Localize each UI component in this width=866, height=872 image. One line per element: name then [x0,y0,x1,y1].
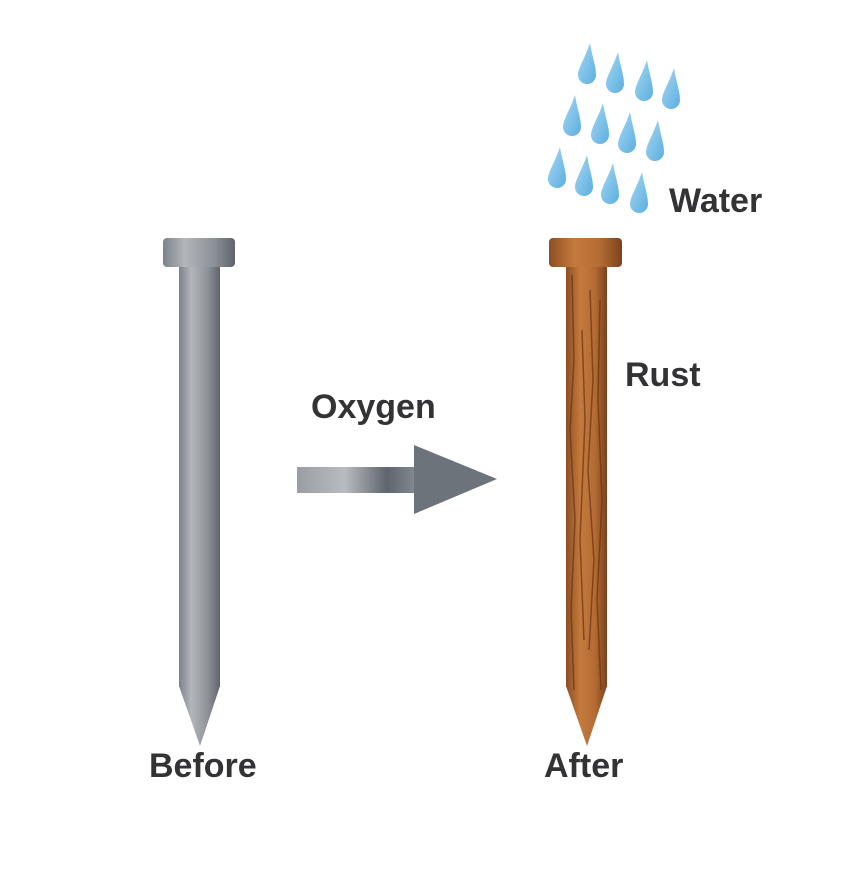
rust-nail-tip [566,686,607,746]
oxygen-label: Oxygen [311,388,436,426]
nail-head [163,238,235,267]
water-drop-icon [635,60,653,101]
rust-label: Rust [625,356,701,394]
before-label: Before [149,747,257,785]
water-drops [548,43,680,213]
nail-tip [179,686,220,746]
rusted-nail [549,238,622,746]
oxygen-arrow [297,445,497,514]
water-drop-icon [575,155,593,196]
nail-shaft [179,262,220,687]
water-label: Water [669,182,763,220]
steel-nail [163,238,235,746]
water-drop-icon [578,43,596,84]
water-drop-icon [630,172,648,213]
water-drop-icon [548,147,566,188]
water-drop-icon [563,95,581,136]
rust-nail-head [549,238,622,267]
water-drop-icon [618,112,636,153]
water-drop-icon [646,120,664,161]
after-label: After [544,747,624,785]
water-drop-icon [601,163,619,204]
water-drop-icon [591,103,609,144]
water-drop-icon [606,52,624,93]
water-drop-icon [662,68,680,109]
